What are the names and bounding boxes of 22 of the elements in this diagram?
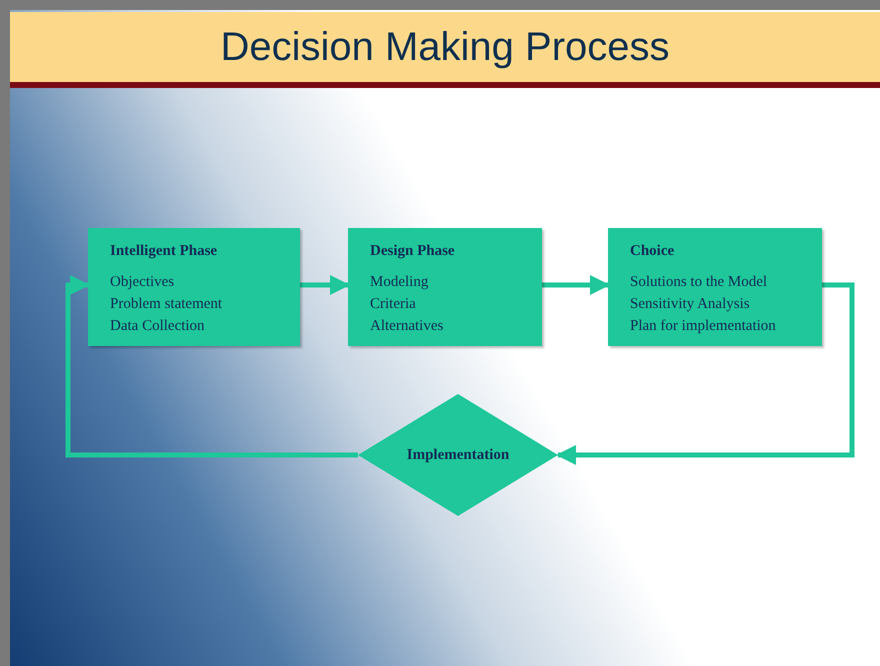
title: Decision Making Process [220,24,670,71]
phase-heading: Design Phase [370,242,456,261]
phase-item: Sensitivity Analysis [630,294,751,314]
diamond-label: Implementation [406,446,510,465]
phase-heading: Choice [630,242,676,261]
phase-item: Problem statement [110,294,224,314]
arrow [542,275,610,295]
phase-item: Criteria [370,294,417,314]
decision-diamond [358,394,558,516]
phase-item: Objectives [110,272,176,292]
arrow [66,275,358,458]
phase-item: Alternatives [370,316,444,336]
process-box [348,228,542,346]
phase-item: Plan for implementation [630,316,777,336]
phase-item: Solutions to the Model [630,272,768,292]
process-box [88,228,300,346]
process-box [608,228,822,346]
arrow [556,282,854,465]
arrow [300,275,350,295]
phase-item: Modeling [370,272,430,292]
phase-heading: Intelligent Phase [110,242,218,261]
phase-item: Data Collection [110,316,206,336]
